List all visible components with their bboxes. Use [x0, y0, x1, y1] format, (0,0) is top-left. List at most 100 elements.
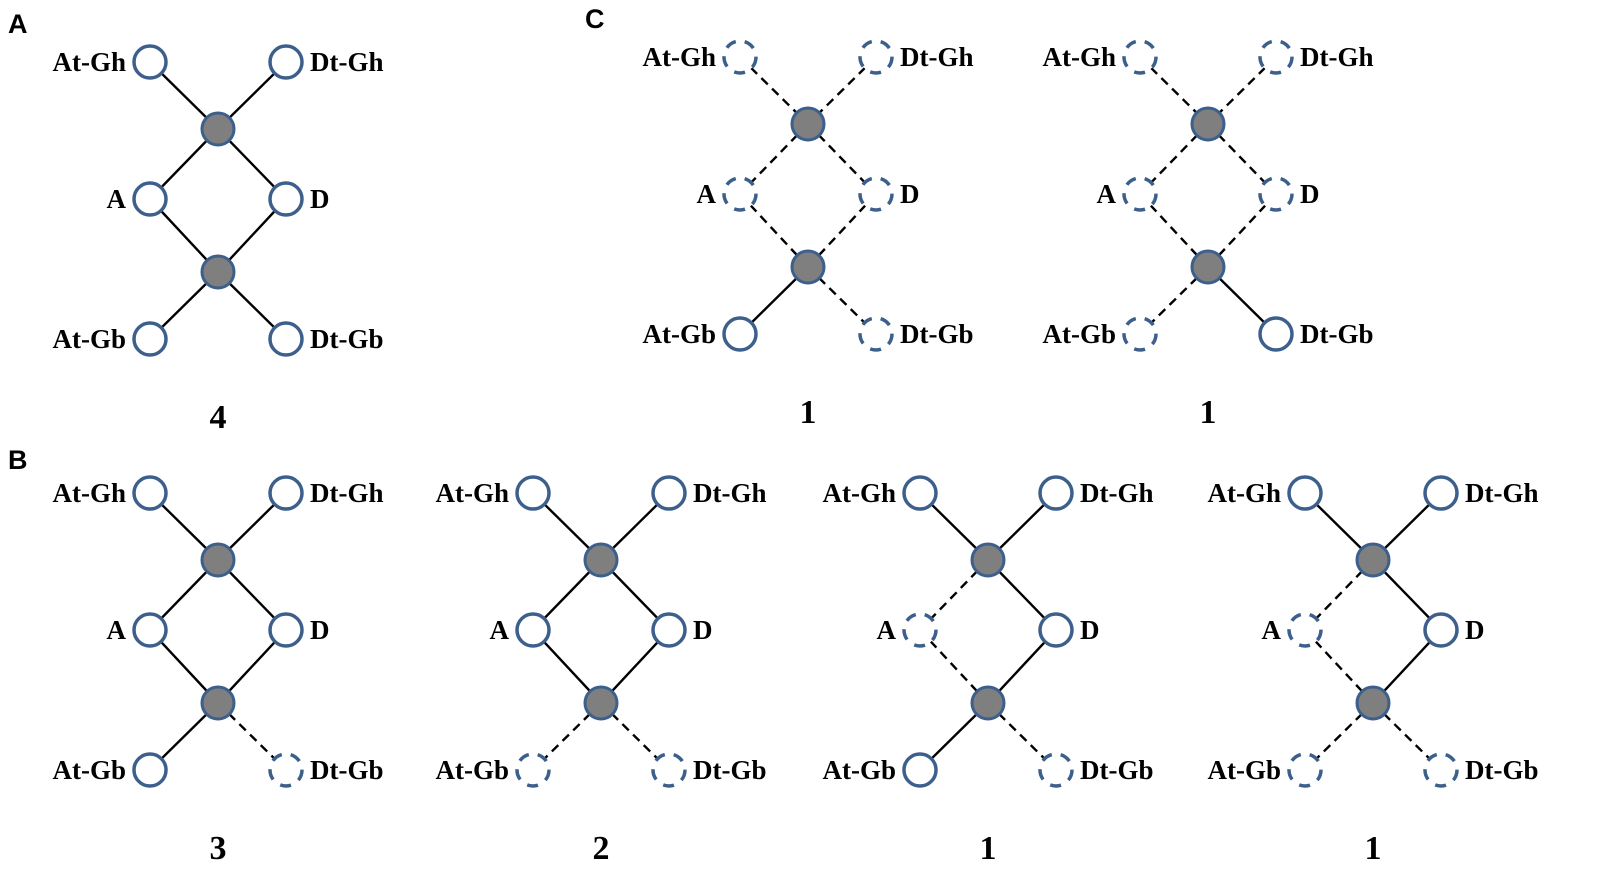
retention-count: 1 — [980, 830, 997, 867]
node-label-d: D — [1300, 179, 1320, 209]
node-label-atgb: At-Gb — [53, 324, 127, 354]
node-d — [268, 612, 304, 648]
node-atgb — [902, 752, 938, 788]
retention-count: 1 — [1200, 394, 1217, 431]
panel-label-a: A — [8, 9, 28, 39]
node-atgb-lost — [1287, 752, 1323, 788]
node-label-d: D — [310, 184, 330, 214]
retention-count: 4 — [210, 399, 227, 436]
node-atgb — [132, 752, 168, 788]
node-a — [515, 612, 551, 648]
node-d-lost — [1258, 176, 1294, 212]
node-dtgh — [1423, 475, 1459, 511]
hub-node — [1190, 106, 1226, 142]
hub-node — [970, 685, 1006, 721]
panel-label-c: C — [585, 4, 605, 34]
node-a-lost — [722, 176, 758, 212]
node-dtgb-lost — [858, 316, 894, 352]
node-label-a: A — [697, 179, 717, 209]
node-label-atgb: At-Gb — [436, 755, 510, 785]
node-label-dtgh: Dt-Gh — [1465, 478, 1539, 508]
node-dtgh — [268, 475, 304, 511]
node-dtgh — [651, 475, 687, 511]
node-atgh — [132, 44, 168, 80]
node-dtgb — [268, 321, 304, 357]
node-label-dtgb: Dt-Gb — [1080, 755, 1154, 785]
node-atgb-lost — [1122, 316, 1158, 352]
node-label-a: A — [1262, 615, 1282, 645]
node-atgh — [902, 475, 938, 511]
node-label-atgh: At-Gh — [1208, 478, 1282, 508]
hub-node — [200, 111, 236, 147]
node-label-d: D — [693, 615, 713, 645]
node-atgh-lost — [722, 39, 758, 75]
node-label-dtgh: Dt-Gh — [900, 42, 974, 72]
node-dtgh-lost — [858, 39, 894, 75]
retention-count: 2 — [593, 830, 610, 867]
hub-node — [1355, 542, 1391, 578]
node-dtgh — [1038, 475, 1074, 511]
node-label-atgh: At-Gh — [53, 478, 127, 508]
node-dtgh-lost — [1258, 39, 1294, 75]
hub-node — [790, 106, 826, 142]
node-label-atgh: At-Gh — [53, 47, 127, 77]
node-label-atgb: At-Gb — [1043, 319, 1117, 349]
hub-node — [200, 542, 236, 578]
node-dtgb-lost — [1423, 752, 1459, 788]
node-label-dtgb: Dt-Gb — [1465, 755, 1539, 785]
node-label-a: A — [877, 615, 897, 645]
node-label-dtgb: Dt-Gb — [900, 319, 974, 349]
node-a-lost — [1122, 176, 1158, 212]
hub-node — [790, 249, 826, 285]
node-d — [268, 181, 304, 217]
node-a — [132, 612, 168, 648]
node-label-dtgh: Dt-Gh — [1300, 42, 1374, 72]
node-label-dtgh: Dt-Gh — [693, 478, 767, 508]
hub-node — [583, 542, 619, 578]
node-label-atgh: At-Gh — [643, 42, 717, 72]
hub-node — [970, 542, 1006, 578]
hub-node — [200, 254, 236, 290]
node-label-a: A — [490, 615, 510, 645]
panel-label-b: B — [8, 445, 28, 475]
node-label-d: D — [1465, 615, 1485, 645]
node-atgb — [722, 316, 758, 352]
node-atgb-lost — [515, 752, 551, 788]
node-label-d: D — [900, 179, 920, 209]
node-label-dtgh: Dt-Gh — [310, 47, 384, 77]
node-a-lost — [1287, 612, 1323, 648]
node-label-d: D — [310, 615, 330, 645]
node-label-atgh: At-Gh — [436, 478, 510, 508]
node-atgh — [1287, 475, 1323, 511]
retention-count: 1 — [1365, 830, 1382, 867]
node-d — [1423, 612, 1459, 648]
node-label-atgb: At-Gb — [643, 319, 717, 349]
node-dtgh — [268, 44, 304, 80]
node-label-d: D — [1080, 615, 1100, 645]
node-dtgb-lost — [268, 752, 304, 788]
node-label-atgb: At-Gb — [823, 755, 897, 785]
node-label-dtgh: Dt-Gh — [310, 478, 384, 508]
hub-node — [1355, 685, 1391, 721]
node-dtgb-lost — [651, 752, 687, 788]
node-dtgb-lost — [1038, 752, 1074, 788]
hub-node — [200, 685, 236, 721]
node-d — [651, 612, 687, 648]
node-dtgb — [1258, 316, 1294, 352]
node-a-lost — [902, 612, 938, 648]
node-atgb — [132, 321, 168, 357]
node-label-dtgb: Dt-Gb — [310, 755, 384, 785]
node-label-dtgh: Dt-Gh — [1080, 478, 1154, 508]
node-atgh-lost — [1122, 39, 1158, 75]
node-atgh — [132, 475, 168, 511]
node-label-dtgb: Dt-Gb — [310, 324, 384, 354]
node-label-atgh: At-Gh — [1043, 42, 1117, 72]
node-label-a: A — [1097, 179, 1117, 209]
